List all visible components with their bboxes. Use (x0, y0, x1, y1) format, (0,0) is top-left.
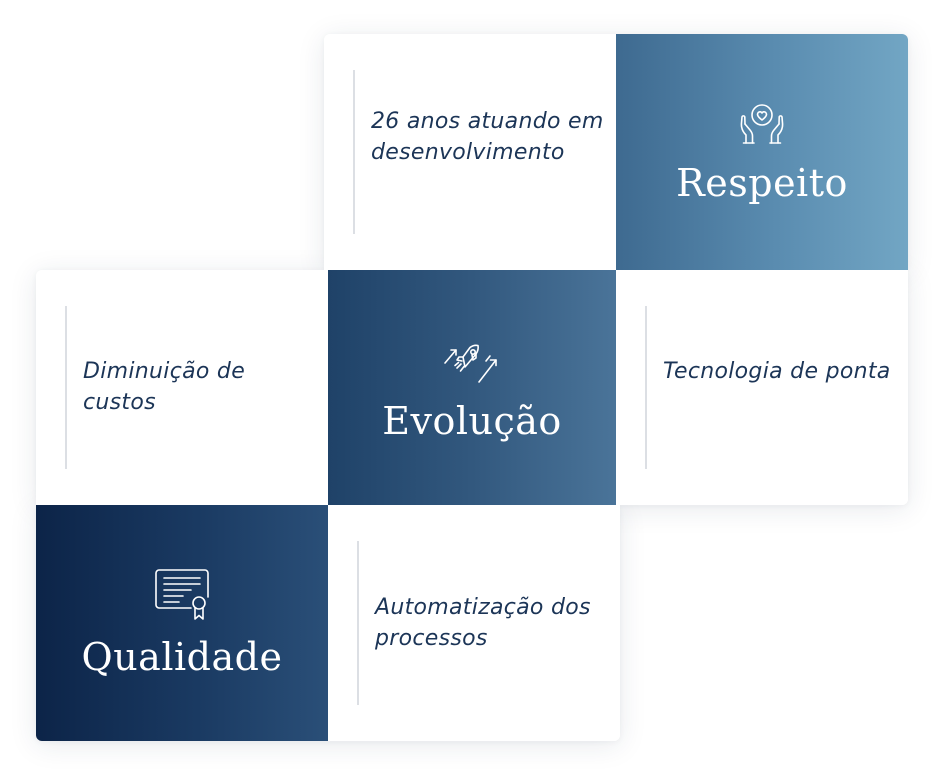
tile-anos: 26 anos atuando em desenvolvimento (324, 34, 616, 270)
tile-tecnologia-text: Tecnologia de ponta (663, 359, 891, 384)
tile-custos-text: Diminuição de custos (83, 359, 246, 415)
tile-qualidade-title: Qualidade (81, 635, 283, 679)
tile-custos: Diminuição de custos (36, 270, 328, 505)
hands-heart-icon (740, 104, 784, 144)
tile-automatizacao: Automatização dos processos (328, 505, 620, 741)
tile-evolucao: Evolução (328, 270, 616, 505)
tile-divider (353, 70, 355, 234)
tile-divider (65, 306, 67, 469)
rocket-growth-icon (444, 344, 497, 383)
certificate-icon (155, 569, 209, 620)
tile-automatizacao-text: Automatização dos processos (375, 595, 591, 651)
tile-divider (645, 306, 647, 469)
tile-respeito-title: Respeito (676, 161, 848, 205)
tile-tecnologia: Tecnologia de ponta (616, 270, 908, 505)
tile-respeito: Respeito (616, 34, 908, 270)
tile-evolucao-title: Evolução (382, 398, 562, 443)
tile-qualidade: Qualidade (36, 505, 328, 741)
tile-anos-text: 26 anos atuando em desenvolvimento (371, 109, 604, 165)
tile-divider (357, 541, 359, 705)
